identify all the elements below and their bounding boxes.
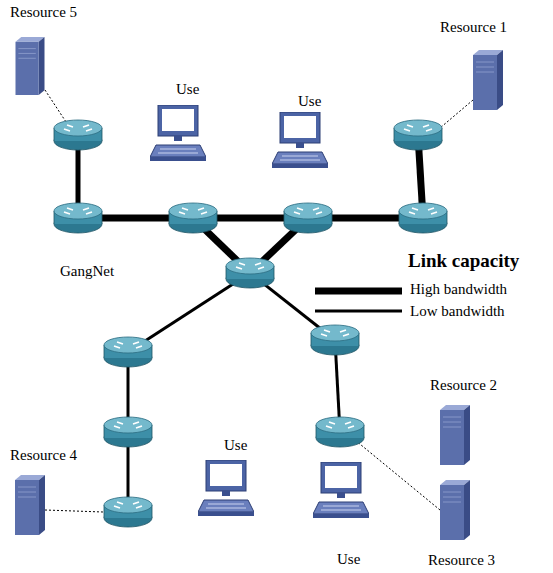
computer-icon: [150, 105, 206, 161]
user-computer: Use: [272, 112, 328, 168]
resource-links: [45, 90, 473, 512]
resource-server: Resource 2: [440, 405, 470, 465]
node-label: Resource 4: [10, 446, 77, 464]
node-label: Use: [176, 80, 199, 98]
server-icon: [473, 50, 503, 110]
legend-title: Link capacity: [408, 250, 519, 272]
node-label: Use: [224, 436, 247, 454]
routers: [54, 120, 447, 527]
server-icon: [440, 405, 470, 465]
user-computer: Use: [150, 105, 206, 161]
legend-entry: High bandwidth: [410, 280, 507, 298]
legend-entry: Low bandwidth: [410, 302, 505, 320]
user-computer: Use: [198, 460, 254, 516]
resource-server: Resource 5: [15, 37, 45, 95]
node-label: Use: [298, 92, 321, 110]
node-label: Resource 5: [10, 3, 77, 21]
user-computer: Use: [313, 462, 369, 518]
server-icon: [15, 475, 45, 535]
node-label: Resource 3: [428, 551, 495, 569]
server-icon: [440, 480, 470, 540]
node-label: Resource 1: [440, 18, 507, 36]
resource-server: Resource 4: [15, 475, 45, 535]
high-bandwidth-links: [78, 135, 423, 273]
computer-icon: [198, 460, 254, 516]
node-label: Resource 2: [430, 376, 497, 394]
resource-server: Resource 3: [440, 480, 470, 540]
computer-icon: [313, 462, 369, 518]
node-label: Use: [337, 550, 360, 568]
network-name: GangNet: [60, 262, 114, 280]
resource-server: Resource 1: [473, 50, 503, 110]
computer-icon: [272, 112, 328, 168]
legend-samples: [315, 291, 402, 311]
server-icon: [15, 37, 45, 95]
